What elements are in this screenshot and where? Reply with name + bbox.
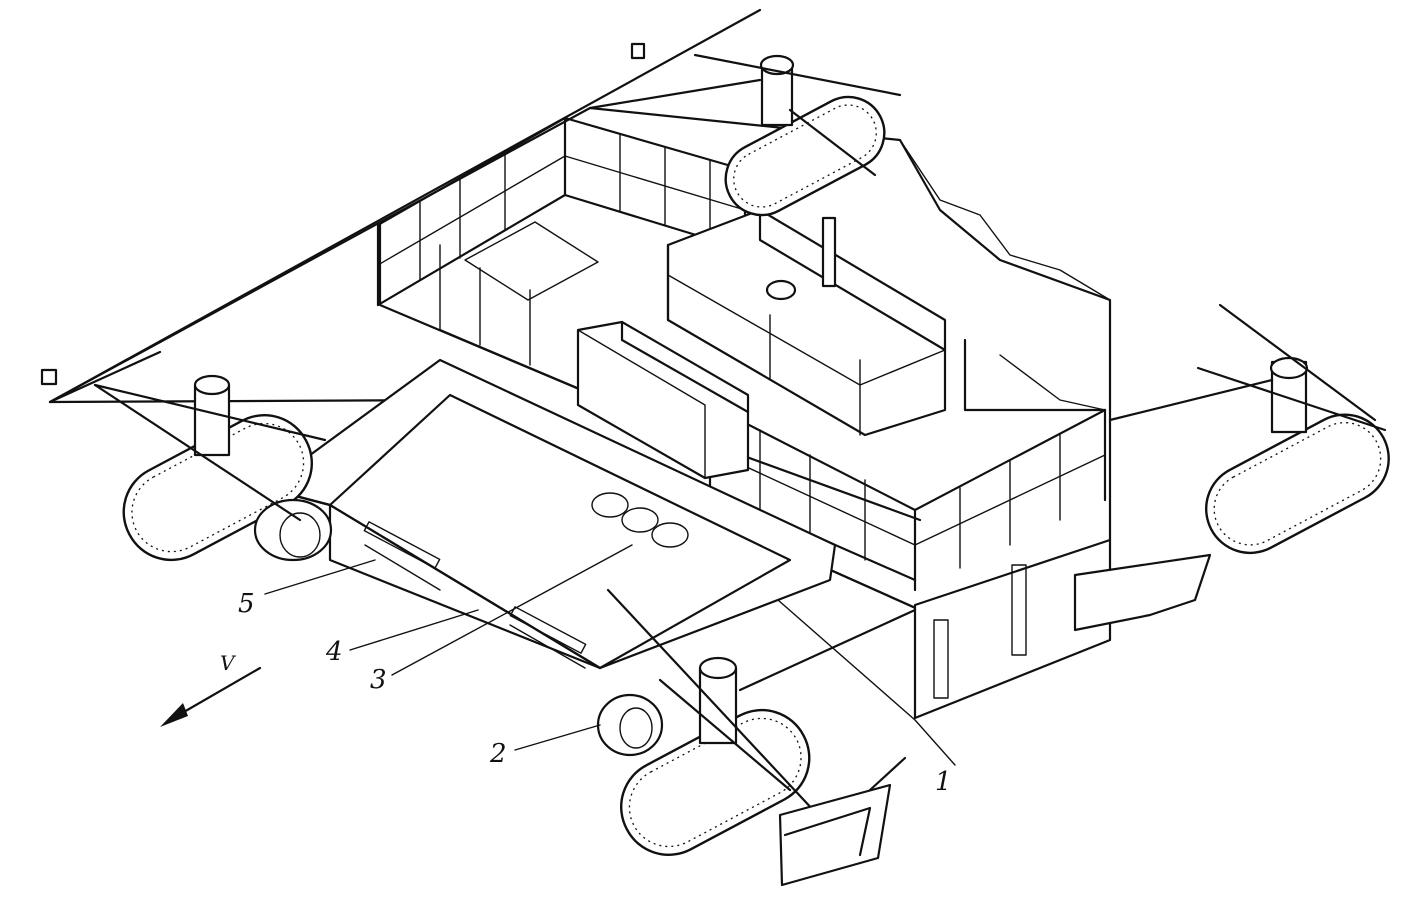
pivot-front xyxy=(606,588,817,814)
callout-1: 1 xyxy=(935,767,952,797)
direction-label: V xyxy=(220,651,237,675)
callout-leaders xyxy=(264,544,956,766)
pivot-left xyxy=(48,350,327,522)
front-railing xyxy=(378,223,1107,592)
front-scraper-blade xyxy=(778,756,907,887)
crawler-track-front xyxy=(620,708,811,856)
callout-5: 5 xyxy=(238,589,255,619)
callout-4: 4 xyxy=(325,637,343,667)
pivot-rear xyxy=(693,53,902,177)
control-cabinet xyxy=(576,320,750,480)
callout-2: 2 xyxy=(489,739,507,769)
callout-3: 3 xyxy=(370,665,387,695)
direction-arrow xyxy=(160,666,262,727)
pivot-right xyxy=(1196,303,1387,434)
side-panel xyxy=(913,538,1212,720)
marker-left xyxy=(40,368,58,386)
arm-rear xyxy=(588,78,762,110)
deck-hatch xyxy=(464,221,599,301)
crawler-track-right xyxy=(1205,413,1390,555)
marker-rear xyxy=(630,42,646,60)
arm-front xyxy=(738,608,917,692)
support-wheel-left xyxy=(253,498,333,562)
support-wheel-front xyxy=(596,693,664,757)
arm-right xyxy=(1108,378,1274,422)
